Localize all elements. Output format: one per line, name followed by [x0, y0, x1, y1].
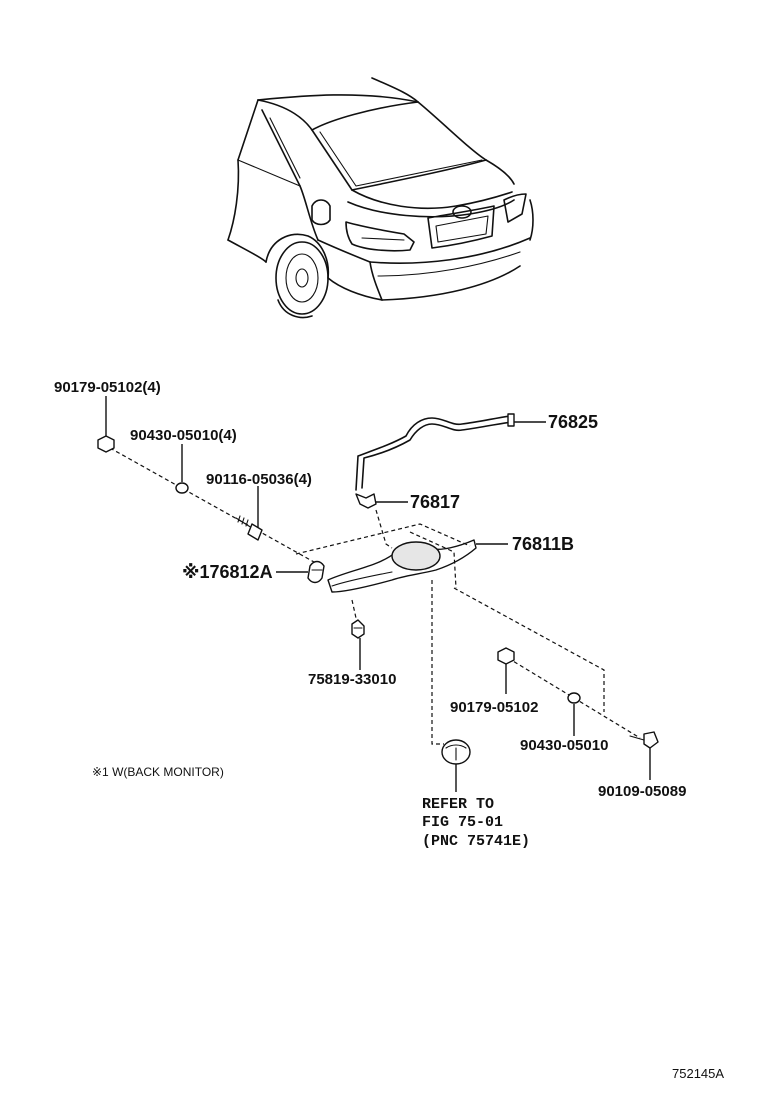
label-90430-05010-4: 90430-05010(4)	[130, 427, 237, 444]
refer-line-1: REFER TO	[422, 796, 494, 813]
emblem-ref	[441, 739, 471, 765]
refer-line-2: FIG 75-01	[422, 814, 503, 831]
refer-line-3: (PNC 75741E)	[422, 833, 530, 850]
washer-90430-05010-4	[175, 482, 189, 494]
clip-75819-33010	[351, 619, 365, 639]
label-76817: 76817	[410, 492, 460, 512]
washer-90430-05010	[567, 692, 581, 704]
label-90116-05036-4: 90116-05036(4)	[206, 471, 312, 488]
label-75819-33010: 75819-33010	[308, 671, 396, 688]
nut-90179-05102-4	[97, 435, 115, 453]
footnote: ※1 W(BACK MONITOR)	[92, 765, 224, 779]
label-76825: 76825	[548, 412, 598, 432]
nut-90179-05102	[497, 647, 515, 665]
label-90179-05102-4: 90179-05102(4)	[54, 379, 161, 396]
label-76812a: ※176812A	[182, 562, 273, 582]
label-76811b: 76811B	[512, 534, 574, 554]
label-90109-05089: 90109-05089	[598, 783, 686, 800]
figure-id: 752145A	[672, 1066, 724, 1081]
label-90430-05010: 90430-05010	[520, 737, 608, 754]
harness-76825	[355, 413, 515, 491]
bracket-76812a	[307, 560, 325, 584]
screw-90109-05089	[629, 731, 659, 749]
garnish-76811b	[327, 539, 477, 593]
label-90179-05102: 90179-05102	[450, 699, 538, 716]
clip-76817	[355, 493, 377, 509]
car-rear-illustration	[227, 77, 534, 319]
